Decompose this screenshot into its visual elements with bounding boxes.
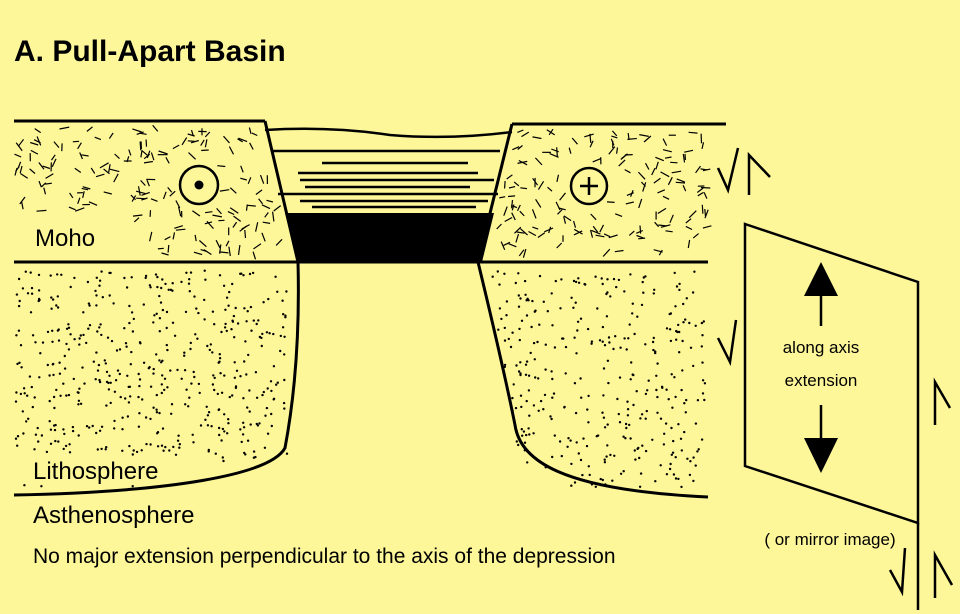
asthenosphere-label: Asthenosphere [33, 502, 194, 529]
inset-text-line2: extension [785, 371, 858, 390]
moho-label: Moho [35, 225, 95, 252]
caption: No major extension perpendicular to the … [33, 545, 616, 568]
right-lithosphere-block [491, 270, 707, 489]
left-lithosphere-block [14, 269, 289, 488]
basin-sediment-layers [272, 149, 500, 209]
figure-title: A. Pull-Apart Basin [14, 35, 286, 68]
right-lithosphere-base [476, 261, 709, 499]
out-of-page-motion-icon [178, 164, 220, 206]
left-lithosphere-base [13, 261, 300, 497]
strike-slip-half-arrows-top [716, 147, 771, 195]
right-half-arrow-mid [933, 377, 952, 425]
mirror-image-note: ( or mirror image) [764, 530, 895, 549]
basin-top-surface [264, 127, 513, 139]
lithosphere-label: Lithosphere [33, 458, 158, 485]
right-crust-block [496, 128, 712, 258]
inset-text-line1: along axis [783, 338, 860, 357]
left-crust-block [14, 124, 283, 260]
extension-arrow-down-icon [804, 405, 838, 473]
basin-dark-fill [285, 213, 494, 262]
down-half-arrow-mid [716, 319, 738, 367]
strike-slip-half-arrows-bottom [888, 547, 954, 598]
into-page-motion-icon [569, 166, 609, 206]
extension-arrow-up-icon [804, 262, 838, 326]
